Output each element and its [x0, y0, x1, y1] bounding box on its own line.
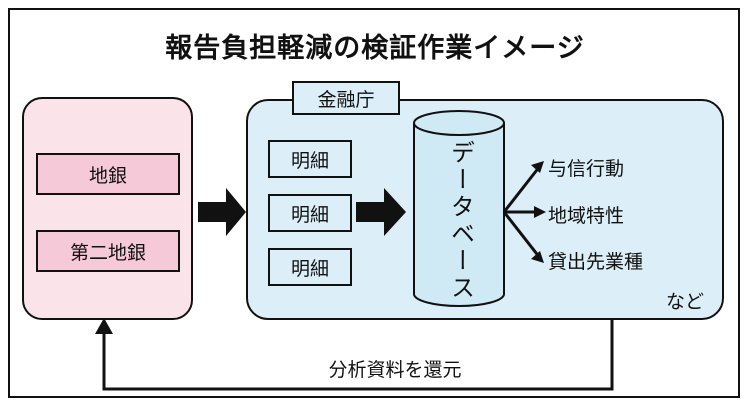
output-credit-behavior: 与信行動 — [548, 158, 625, 180]
output-borrower-industry: 貸出先業種 — [548, 251, 644, 273]
output-regional-characteristics: 地域特性 — [548, 205, 625, 227]
output-arrowheads — [531, 161, 546, 263]
feedback-label: 分析資料を還元 — [328, 359, 462, 381]
arrow-banks-to-fsa — [198, 188, 246, 236]
detail-box-2: 明細 — [268, 194, 352, 232]
database-cylinder — [413, 110, 505, 307]
feedback-line — [102, 320, 614, 391]
database-label: データベース — [446, 140, 475, 302]
detail-box-3: 明細 — [268, 248, 352, 286]
etc-label: など — [666, 291, 705, 313]
diagram-title: 報告負担軽減の検証作業イメージ — [165, 33, 585, 64]
feedback-arrowhead — [95, 318, 113, 334]
banks-panel — [22, 97, 193, 320]
regional-bank-box: 地銀 — [36, 153, 180, 195]
fsa-label: 金融庁 — [292, 81, 400, 115]
second-regional-bank-box: 第二地銀 — [36, 230, 180, 272]
arrow-details-to-database — [356, 188, 406, 236]
detail-box-1: 明細 — [268, 140, 352, 178]
